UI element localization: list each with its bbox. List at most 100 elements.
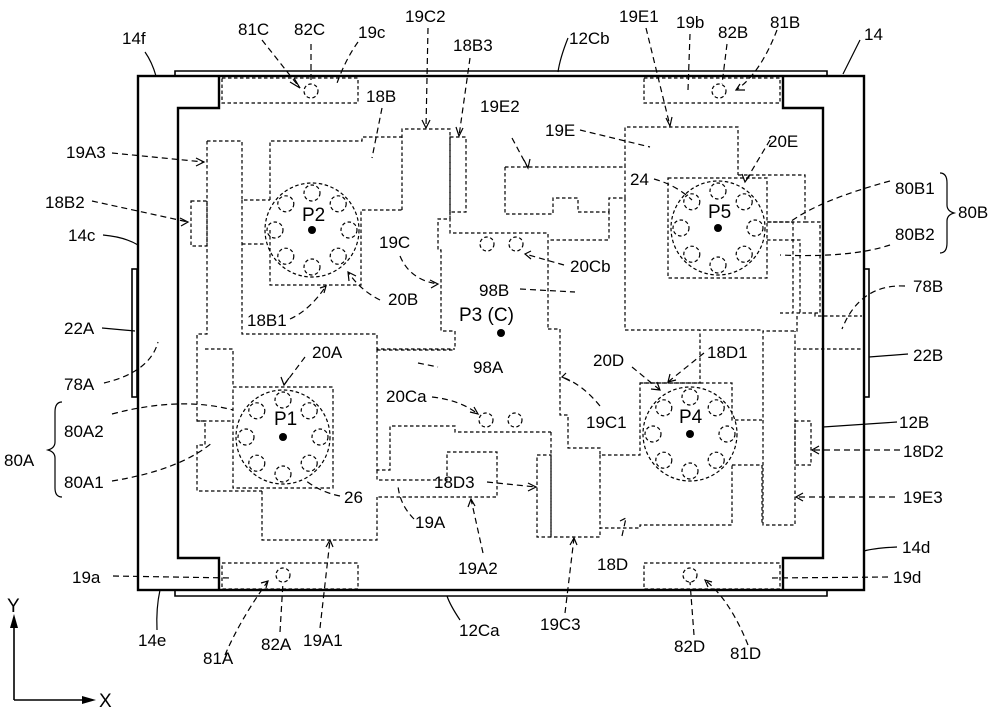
nozzle-P1-4: [301, 455, 317, 471]
leader-18B3: [459, 58, 470, 136]
block-18D2: [795, 421, 811, 465]
label-20A: 20A: [312, 343, 343, 362]
label-80B2: 80B2: [895, 225, 935, 244]
nozzle-P4-5: [682, 463, 698, 479]
nozzle-P5-8: [684, 194, 700, 210]
label-78B: 78B: [913, 277, 943, 296]
nozzle-P4-3: [719, 426, 735, 442]
leader-19C2: [426, 28, 428, 128]
nozzle-P5-4: [736, 246, 752, 262]
label-19C1: 19C1: [586, 413, 627, 432]
label-P1: P1: [274, 409, 297, 430]
label-19d: 19d: [893, 568, 921, 587]
label-P5: P5: [708, 202, 731, 223]
leader-22B: [869, 354, 908, 357]
nozzle-P2-4: [330, 248, 346, 264]
reference-labels: 14f 81C 82C 19c 19C2 18B3 12Cb 19E1 19b …: [4, 7, 988, 668]
hole-20Cb-2: [509, 237, 523, 251]
nozzle-P1-8: [249, 403, 265, 419]
channel-P5-link-2: [767, 240, 800, 315]
label-19c: 19c: [358, 23, 386, 42]
label-14d: 14d: [902, 538, 930, 557]
label-19C2: 19C2: [405, 7, 446, 26]
nozzle-P4-8: [656, 400, 672, 416]
x-axis-label: X: [99, 691, 112, 712]
leader-18B: [372, 108, 382, 158]
region-18B: [270, 137, 402, 200]
arrowhead-81C: [290, 78, 300, 88]
leader-14d: [864, 547, 897, 551]
label-18B2: 18B2: [45, 193, 85, 212]
nozzle-P1-5: [275, 466, 291, 482]
label-82B: 82B: [718, 23, 748, 42]
channel-19E-b: [768, 222, 793, 313]
arrowhead-19A3: [196, 158, 204, 166]
leader-20Cb: [525, 254, 564, 265]
label-98A: 98A: [473, 358, 504, 377]
label-18D1: 18D1: [707, 343, 748, 362]
leader-18D1: [668, 353, 704, 382]
label-81B: 81B: [770, 13, 800, 32]
y-axis-label: Y: [7, 596, 20, 617]
nozzle-P5-2: [736, 194, 752, 210]
point-labels: P1 P2 P3 (C) P4 P5: [274, 202, 731, 430]
label-81C: 81C: [238, 20, 269, 39]
box-18D1-lower: [732, 465, 762, 525]
leader-14: [843, 40, 860, 74]
dot-P5: [714, 224, 722, 232]
label-P3: P3 (C): [459, 305, 514, 326]
channel-P1-upper: [205, 349, 233, 387]
label-80A1: 80A1: [64, 473, 104, 492]
channel-19E2-b: [609, 167, 625, 212]
label-18D2: 18D2: [903, 442, 944, 461]
label-19C3: 19C3: [540, 615, 581, 634]
nozzle-P5-1: [710, 183, 726, 199]
leader-19A: [398, 486, 414, 519]
nozzle-P4-6: [656, 452, 672, 468]
label-80A2: 80A2: [64, 422, 104, 441]
nozzle-P1-1: [275, 392, 291, 408]
leader-12Cb: [558, 38, 568, 72]
nozzle-P4-7: [645, 426, 661, 442]
label-81A: 81A: [203, 649, 234, 668]
label-19C: 19C: [379, 233, 410, 252]
inner-wall-right: [783, 76, 823, 590]
label-18B: 18B: [366, 87, 396, 106]
brace-80B: [940, 173, 954, 253]
leader-14c: [103, 235, 138, 245]
label-12Cb: 12Cb: [569, 29, 610, 48]
label-20D: 20D: [593, 351, 624, 370]
label-98B: 98B: [479, 281, 509, 300]
arrowhead-19C1: [562, 373, 570, 381]
leader-19c: [336, 42, 358, 86]
channel-19C1: [548, 329, 700, 455]
channel-P5-lower: [625, 198, 762, 330]
leader-98A: [418, 363, 438, 367]
leader-22A: [102, 328, 135, 331]
x-axis-arrow: [82, 696, 96, 704]
leader-20D: [632, 367, 660, 390]
label-22A: 22A: [64, 319, 95, 338]
leader-12B: [823, 422, 897, 427]
leader-19A3: [112, 153, 204, 162]
channel-19E2-top: [505, 127, 738, 175]
leader-19E: [580, 130, 650, 147]
label-18D: 18D: [597, 555, 628, 574]
leader-19d: [770, 577, 888, 578]
label-82D: 82D: [674, 637, 705, 656]
label-24: 24: [630, 170, 649, 189]
dot-P2: [308, 226, 316, 234]
nozzle-P2-2: [330, 196, 346, 212]
label-80B: 80B: [958, 203, 988, 222]
leader-19A2: [471, 499, 483, 553]
leader-81C: [262, 40, 300, 88]
nozzle-P2-3: [341, 222, 357, 238]
label-19a: 19a: [72, 568, 101, 587]
leader-lines: [92, 28, 908, 655]
label-14f: 14f: [122, 29, 146, 48]
label-18B1: 18B1: [247, 311, 287, 330]
hole-82A: [276, 568, 290, 582]
label-P4: P4: [679, 407, 703, 428]
nozzle-P5-7: [673, 220, 689, 236]
